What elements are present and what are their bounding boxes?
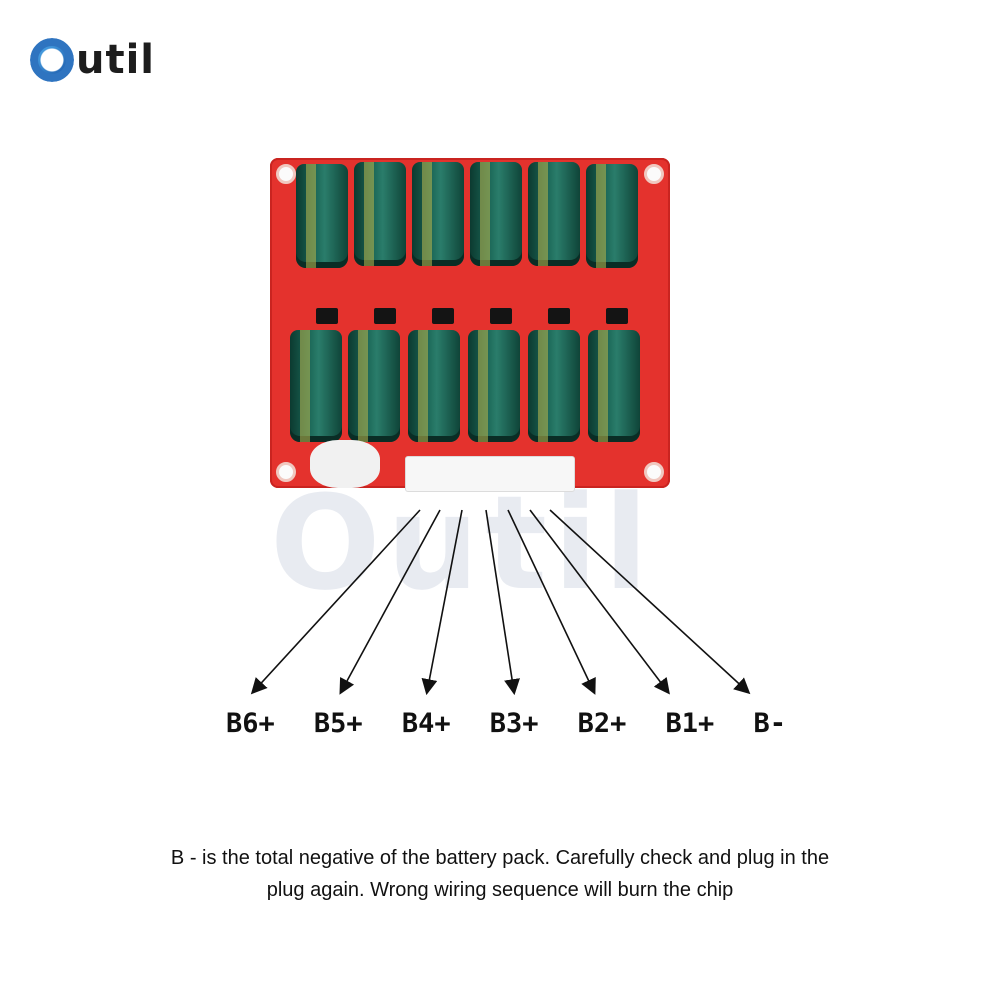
- capacitor: [348, 330, 400, 442]
- arrow-b2: [507, 509, 596, 695]
- wiring-note: B - is the total negative of the battery…: [100, 842, 900, 906]
- arrow-b1: [529, 509, 670, 695]
- arrow-b4: [421, 509, 463, 696]
- mount-hole: [644, 164, 664, 184]
- mount-hole: [276, 462, 296, 482]
- capacitor: [296, 164, 348, 268]
- capacitor: [588, 330, 640, 442]
- arrow-bneg: [549, 509, 751, 695]
- pin-label-b5: B5+: [313, 708, 363, 739]
- balancer-chip: [432, 308, 454, 324]
- balancer-chip: [490, 308, 512, 324]
- pin-label-b2: B2+: [577, 708, 627, 739]
- balancer-chip: [548, 308, 570, 324]
- capacitor: [354, 162, 406, 266]
- capacitor: [470, 162, 522, 266]
- capacitor: [528, 330, 580, 442]
- pin-label-b3: B3+: [489, 708, 539, 739]
- foam-pad: [310, 440, 380, 488]
- balancer-chip: [316, 308, 338, 324]
- capacitor: [468, 330, 520, 442]
- capacitor: [528, 162, 580, 266]
- pin-label-b4: B4+: [401, 708, 451, 739]
- capacitor: [586, 164, 638, 268]
- mount-hole: [644, 462, 664, 482]
- note-line-1: B - is the total negative of the battery…: [170, 847, 830, 869]
- pin-label-b1: B1+: [665, 708, 715, 739]
- balancer-board: [270, 158, 670, 488]
- brand-name: util: [76, 37, 156, 83]
- note-line-2: plug again. Wrong wiring sequence will b…: [266, 879, 734, 901]
- capacitor: [408, 330, 460, 442]
- balancer-chip: [606, 308, 628, 324]
- balance-connector: [405, 456, 575, 492]
- pin-label-bneg: B-: [753, 708, 786, 739]
- mount-hole: [276, 164, 296, 184]
- capacitor: [412, 162, 464, 266]
- arrow-b5: [339, 509, 441, 695]
- pin-label-b6: B6+: [226, 708, 275, 739]
- balancer-chip: [374, 308, 396, 324]
- capacitor: [290, 330, 342, 442]
- brand-logo: util: [30, 30, 155, 90]
- pin-labels: B6+ B5+ B4+ B3+ B2+ B1+ B-: [226, 704, 786, 744]
- arrow-b3: [485, 509, 520, 696]
- logo-ring-icon: [30, 38, 74, 82]
- arrow-b6: [250, 509, 421, 695]
